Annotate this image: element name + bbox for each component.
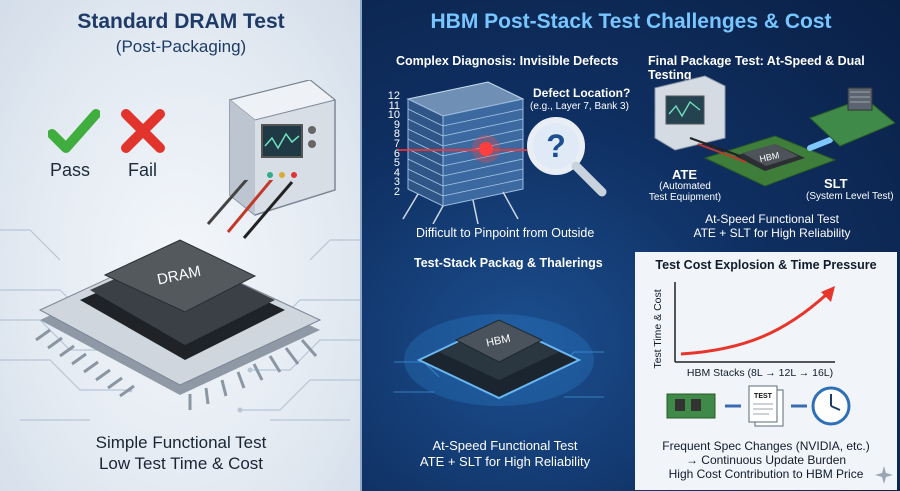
standard-dram-title: Standard DRAM Test <box>77 10 285 33</box>
x-icon <box>121 109 165 153</box>
stack-package-caption: At-Speed Functional Test ATE + SLT for H… <box>390 438 620 470</box>
pass-label: Pass <box>50 160 91 180</box>
layer-number: 4 <box>393 166 400 179</box>
cost-x-axis-label: HBM Stacks (8L → 12L → 16L) <box>687 367 833 379</box>
cost-explosion-panel: Test Cost Explosion & Time Pressure Test… <box>635 252 897 490</box>
layer-number: 10 <box>387 109 400 122</box>
dram-package-illustration: DRAM <box>35 180 322 410</box>
defect-location-question: Defect Location? <box>533 86 631 100</box>
layer-number: 6 <box>393 147 400 160</box>
defect-location-example: (e.g., Layer 7, Bank 3) <box>530 101 629 112</box>
layer-number: 9 <box>393 118 400 131</box>
layer-number: 2 <box>393 185 400 198</box>
final-test-heading: Final Package Test: At-Speed & Dual Test… <box>648 54 865 82</box>
hbm-package-illustration: HBM <box>394 314 604 406</box>
layer-number: 3 <box>393 176 400 189</box>
layer-number: 5 <box>393 157 400 170</box>
slt-description: (System Level Test) <box>806 191 894 202</box>
diagnosis-heading: Complex Diagnosis: Invisible Defects <box>396 54 619 68</box>
hbm-stack-illustration <box>398 81 538 224</box>
spec-change-icons: TEST <box>666 385 851 427</box>
final-test-caption-line: At-Speed Functional Test <box>705 212 839 226</box>
layer-number-list: 12 11 10 9 8 7 6 5 4 3 2 <box>372 90 400 198</box>
stack-package-heading: Test-Stack Packag & Thalerings <box>414 256 603 270</box>
cost-y-axis-label: Test Time & Cost <box>652 289 664 368</box>
hbm-challenges-panel: HBM Post-Stack Test Challenges & Cost Co… <box>362 0 900 491</box>
document-label: TEST <box>754 393 773 400</box>
layer-number: 11 <box>388 99 400 112</box>
stack-package-caption-line: ATE + SLT for High Reliability <box>419 454 591 469</box>
spec-change-line: → Continuous Update Burden <box>685 453 847 467</box>
slt-label: SLT <box>824 176 848 191</box>
final-test-caption-line: ATE + SLT for High Reliability <box>693 226 851 240</box>
spec-change-line: Frequent Spec Changes (NVIDIA, etc.) <box>662 439 870 453</box>
clock-icon <box>811 386 851 426</box>
test-equipment-illustration <box>228 80 337 216</box>
layer-number: 12 <box>387 90 400 102</box>
standard-dram-caption: Simple Functional Test Low Test Time & C… <box>0 432 362 474</box>
magnifier-icon: ? <box>527 117 607 197</box>
standard-dram-panel: Standard DRAM Test (Post-Packaging) Pass… <box>0 0 362 491</box>
cost-heading: Test Cost Explosion & Time Pressure <box>655 258 877 272</box>
layer-number: 8 <box>393 128 400 141</box>
ate-slt-illustration: HBM <box>654 75 895 187</box>
cost-arrow-head <box>821 286 835 302</box>
panel-divider <box>360 0 363 491</box>
ate-description: (Automated Test Equipment) <box>630 181 740 203</box>
hbm-package-chip-label: HBM <box>485 333 511 350</box>
ate-label: ATE <box>672 167 698 182</box>
ate-description-line: (Automated <box>659 181 711 192</box>
test-document-icon: TEST <box>748 385 784 427</box>
cost-curve-chart: Test Time & Cost HBM Stacks (8L → 12L → … <box>652 282 835 379</box>
ate-description-line: Test Equipment) <box>648 192 722 203</box>
caption-line-2: Low Test Time & Cost <box>98 454 264 473</box>
caption-line-1: Simple Functional Test <box>95 433 267 452</box>
fail-label: Fail <box>128 160 158 180</box>
final-test-caption: At-Speed Functional Test ATE + SLT for H… <box>652 212 892 240</box>
diagnosis-caption: Difficult to Pinpoint from Outside <box>416 226 595 240</box>
hbm-board-chip-label: HBM <box>759 150 781 164</box>
stack-package-caption-line: At-Speed Functional Test <box>432 438 578 453</box>
check-icon <box>48 109 100 153</box>
spec-change-caption: Frequent Spec Changes (NVIDIA, etc.) → C… <box>635 439 897 481</box>
svg-text:?: ? <box>546 128 566 164</box>
hbm-title: HBM Post-Stack Test Challenges & Cost <box>430 10 832 33</box>
standard-dram-subtitle: (Post-Packaging) <box>115 37 247 56</box>
sparkle-icon <box>875 466 893 484</box>
cost-curve <box>680 292 829 356</box>
spec-change-line: High Cost Contribution to HBM Price <box>668 467 864 481</box>
layer-number: 7 <box>393 137 400 150</box>
